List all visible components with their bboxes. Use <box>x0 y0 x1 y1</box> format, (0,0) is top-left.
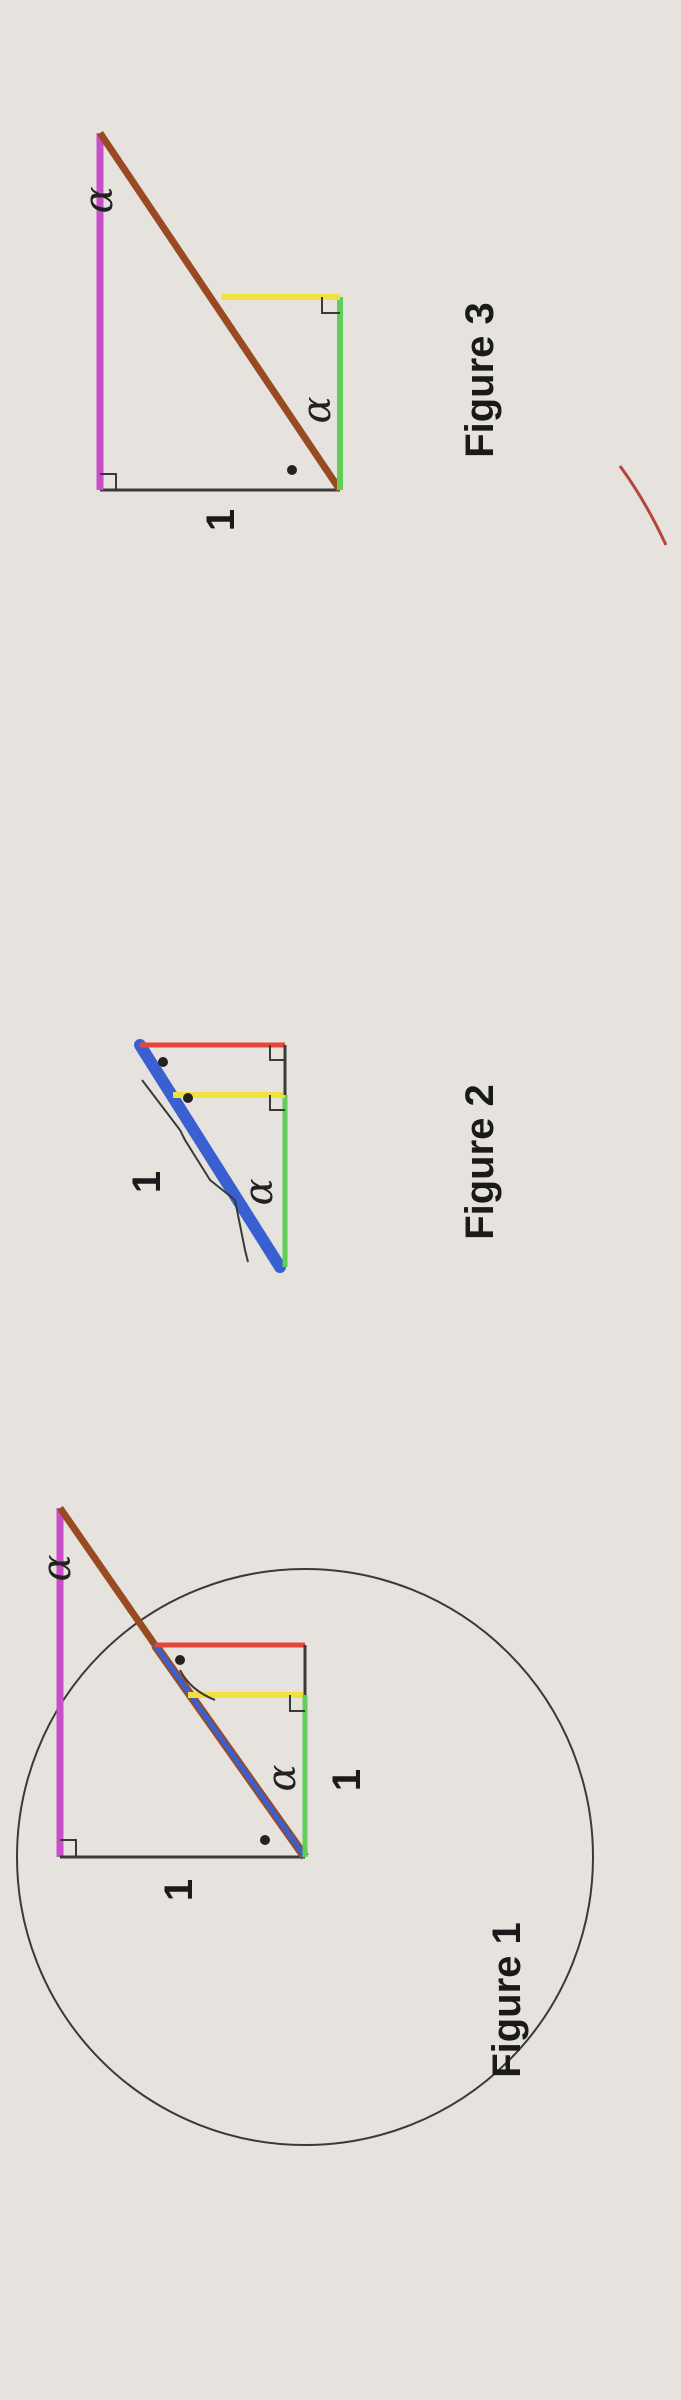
fig3-unit-label: 1 <box>199 509 243 531</box>
fig2-right-angle-marker-2 <box>269 1095 285 1111</box>
fig1-unit-circle <box>16 1568 594 2146</box>
fig2-dot-marker <box>158 1057 168 1067</box>
fig2-dot-marker-2 <box>183 1093 193 1103</box>
fig2-blue-hypotenuse <box>134 1039 286 1273</box>
fig3-dot-marker <box>287 465 297 475</box>
fig1-angle-arc <box>179 1669 216 1701</box>
fig1-unit-label-left: 1 <box>157 1879 201 1901</box>
fig1-right-angle-marker <box>60 1839 77 1857</box>
fig3-alpha-top: α <box>76 186 122 213</box>
fig3-right-angle-marker <box>100 473 117 490</box>
fig1-unit-label-right: 1 <box>325 1769 369 1791</box>
figure-1: α α 1 1 Figure 1 <box>16 1506 594 2146</box>
fig2-brace <box>141 1079 249 1263</box>
fig1-caption: Figure 1 <box>485 1922 529 2078</box>
fig3-alpha-bottom: α <box>294 396 340 423</box>
fig1-blue-radius <box>152 1643 308 1859</box>
fig1-dot-marker-2 <box>260 1835 270 1845</box>
fig1-brown-hypotenuse <box>57 1506 158 1647</box>
fig1-right-angle-marker-2 <box>289 1695 305 1712</box>
fig1-dot-marker <box>175 1655 185 1665</box>
fig3-brown-hypotenuse <box>97 131 343 492</box>
figure-2: α 1 Figure 2 <box>125 1039 502 1273</box>
fig1-alpha-bottom: α <box>259 1764 305 1791</box>
fig2-unit-label: 1 <box>125 1171 169 1193</box>
fig3-right-angle-marker-2 <box>321 297 340 314</box>
figure-3: α α 1 Figure 3 <box>76 131 502 531</box>
fig1-alpha-top: α <box>34 1554 80 1581</box>
fig3-caption: Figure 3 <box>458 302 502 458</box>
fig2-caption: Figure 2 <box>458 1084 502 1240</box>
red-pen-mark <box>618 465 668 546</box>
fig2-alpha: α <box>236 1178 282 1205</box>
fig2-right-angle-marker <box>269 1045 285 1061</box>
